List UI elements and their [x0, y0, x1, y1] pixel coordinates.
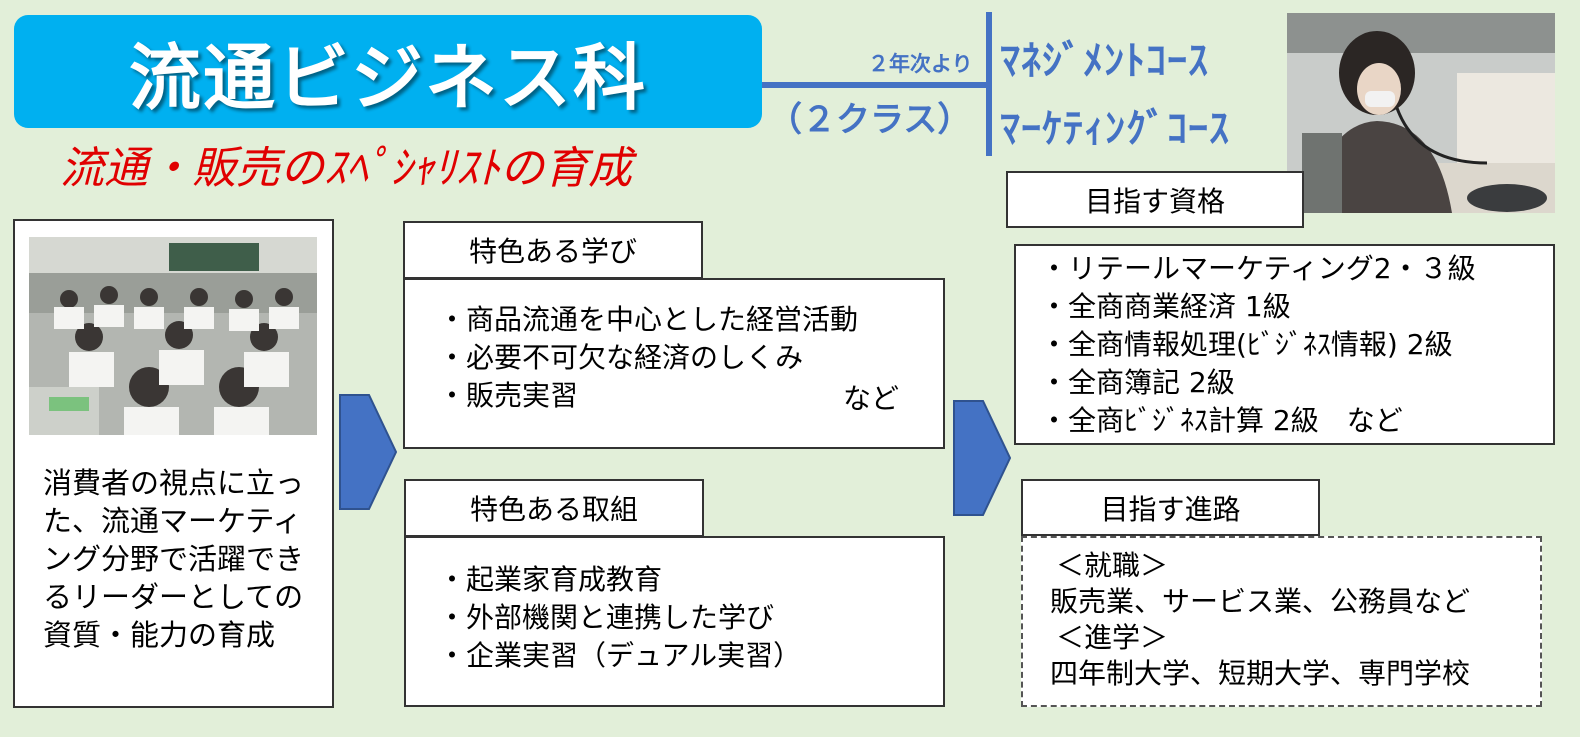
classroom-photo: [29, 237, 317, 435]
employment-text: 販売業、サービス業、公務員など: [1050, 585, 1471, 618]
overview-text: 消費者の視点に立っ た、流通マーケティ ング分野で活躍でき るリーダーとしての …: [43, 464, 333, 654]
list-item: ・起業家育成教育: [438, 563, 663, 596]
initiatives-list: ・起業家育成教育 ・外部機関と連携した学び ・企業実習（デュアル実習）: [438, 561, 801, 675]
from-year-label: ２年次より: [868, 52, 973, 76]
qualifications-list: ・リテールマーケティング2・３級 ・全商商業経済 1級 ・全商情報処理(ﾋﾞｼﾞ…: [1040, 250, 1476, 440]
initiatives-box: [404, 536, 945, 707]
list-item: ・全商簿記 2級: [1040, 366, 1235, 399]
qualifications-tab: 目指す資格: [1006, 171, 1304, 228]
qualifications-box: [1014, 244, 1555, 445]
list-item: ・全商ﾋﾞｼﾞﾈｽ計算 2級 など: [1040, 404, 1403, 437]
class-count-label: （２クラス）: [768, 100, 972, 140]
career-box: [1021, 536, 1542, 707]
course-management: ﾏﾈｼﾞﾒﾝﾄｺｰｽ: [1000, 38, 1209, 84]
career-tab: 目指す進路: [1021, 479, 1320, 536]
overview-line: た、流通マーケティ: [43, 504, 302, 538]
overview-line: るリーダーとしての: [43, 580, 304, 614]
list-item: ・必要不可欠な経済のしくみ: [438, 341, 804, 374]
overview-line: 資質・能力の育成: [43, 618, 276, 652]
arrow-right-icon: [339, 394, 397, 510]
office-photo: [1287, 13, 1555, 213]
page-title: 流通ビジネス科: [128, 36, 647, 120]
title-banner: 流通ビジネス科: [14, 15, 762, 128]
page-subtitle: 流通・販売のｽﾍﾟｼｬﾘｽﾄの育成: [60, 143, 632, 194]
employment-heading: ＜就職＞: [1056, 549, 1169, 582]
initiatives-tab: 特色ある取組: [404, 479, 704, 537]
list-item: ・全商商業経済 1級: [1040, 290, 1291, 323]
list-item: ・販売実習: [438, 379, 579, 412]
arrow-right-icon: [953, 400, 1011, 516]
education-text: 四年制大学、短期大学、専門学校: [1050, 657, 1471, 690]
learning-list: ・商品流通を中心とした経営活動 ・必要不可欠な経済のしくみ ・販売実習: [438, 301, 918, 415]
list-item: ・全商情報処理(ﾋﾞｼﾞﾈｽ情報) 2級: [1040, 328, 1453, 361]
list-item: ・リテールマーケティング2・３級: [1040, 252, 1476, 285]
learning-tab: 特色ある学び: [403, 221, 703, 279]
learning-box: [403, 278, 945, 449]
education-heading: ＜進学＞: [1056, 621, 1169, 654]
learning-etc: など: [843, 382, 900, 415]
course-marketing: ﾏｰｹﾃｨﾝｸﾞｺｰｽ: [1000, 106, 1230, 152]
overview-line: ング分野で活躍でき: [43, 542, 305, 576]
list-item: ・外部機関と連携した学び: [438, 601, 775, 634]
career-list: ＜就職＞ 販売業、サービス業、公務員など ＜進学＞ 四年制大学、短期大学、専門学…: [1050, 548, 1470, 692]
overview-line: 消費者の視点に立っ: [43, 466, 305, 500]
connector-horizontal: [762, 82, 990, 88]
list-item: ・企業実習（デュアル実習）: [438, 639, 802, 672]
list-item: ・商品流通を中心とした経営活動: [438, 303, 859, 336]
connector-vertical: [986, 12, 992, 156]
